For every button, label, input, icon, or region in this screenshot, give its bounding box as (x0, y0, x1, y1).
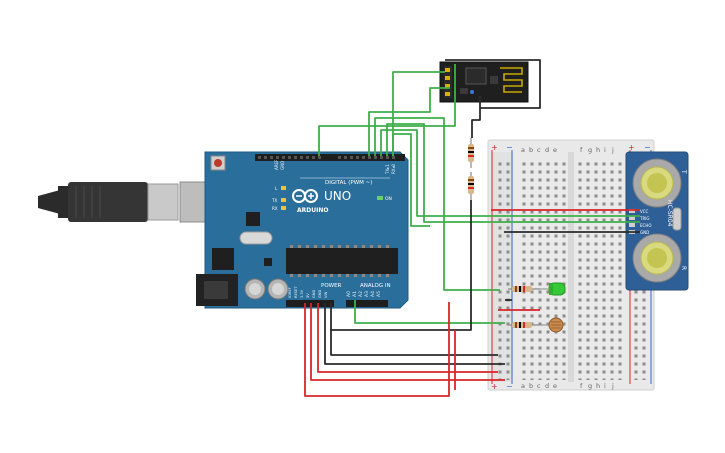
power-label: POWER (321, 283, 342, 289)
col-g: g (588, 146, 592, 154)
col-d: d (545, 146, 549, 154)
pin-a5: A5 (376, 291, 382, 297)
sensor-pin-trig: TRIG (639, 216, 650, 221)
wires (304, 59, 640, 397)
col-h: h (596, 146, 600, 154)
col-b: b (529, 146, 533, 154)
sensor-pin-vcc: VCC (640, 209, 649, 214)
gnd-header-label: GND (280, 161, 285, 170)
rx-pin-label: RX◂0 (391, 163, 396, 174)
tx-pin-label: TX▸1 (385, 164, 390, 175)
col-j-bottom: j (611, 382, 614, 390)
arduino-brand: ARDUINO (297, 207, 328, 214)
pin-a3: A3 (364, 291, 370, 297)
photoresistor (540, 317, 564, 333)
pin-a4: A4 (370, 291, 376, 297)
sensor-t-label: T (680, 169, 687, 174)
pin-3v3: 3.3V (300, 289, 304, 298)
col-a: a (521, 146, 525, 154)
sensor-pin-echo: ECHO (640, 223, 651, 228)
crystal (239, 231, 273, 245)
power-header (286, 300, 334, 307)
tx-led-label: TX (271, 198, 277, 203)
col-j: j (611, 146, 614, 154)
rail-minus-top-right: − (644, 143, 651, 152)
arduino-logo (292, 189, 318, 203)
esp-chip (465, 67, 487, 85)
esp01-wifi-module (439, 61, 529, 103)
arduino-model: UNO (324, 189, 351, 203)
rail-minus-bottom-left: − (506, 382, 513, 391)
analog-in-label: ANALOG IN (360, 283, 391, 289)
col-i-bottom: i (604, 382, 606, 390)
col-c-bottom: c (537, 382, 541, 390)
aref-label: AREF (274, 159, 279, 170)
sensor-model-label: HC-SR04 (666, 200, 673, 227)
col-c: c (537, 146, 541, 154)
col-g-bottom: g (588, 382, 592, 390)
pin-a0: A0 (346, 291, 352, 297)
col-f-bottom: f (580, 382, 583, 390)
col-a-bottom: a (521, 382, 525, 390)
col-e-bottom: e (553, 382, 557, 390)
hc-sr04-sensor: VCC TRIG ECHO GND HC-SR04 T R (625, 151, 689, 291)
col-f: f (580, 146, 583, 154)
green-led (540, 282, 566, 296)
analog-header (346, 300, 388, 307)
rail-plus-top-right: + (628, 143, 635, 152)
esp-antenna (500, 67, 523, 93)
col-i: i (604, 146, 606, 154)
resistor-esp-1 (468, 138, 474, 168)
resistor-led (508, 286, 540, 292)
usb-plug (68, 182, 148, 222)
on-led-label: ON (385, 196, 392, 202)
pin-a1: A1 (352, 291, 358, 297)
col-e: e (553, 146, 557, 154)
arduino-uno-board: AREF GND TX▸1 RX◂0 DIGITAL (PWM ~) L TX … (38, 151, 409, 309)
pin-reset: RESET (294, 286, 298, 298)
digital-header (255, 154, 405, 161)
sensor-pin-gnd: GND (640, 230, 649, 235)
pin-vin: VIN (324, 291, 328, 298)
pin-ioref: IOREF (288, 287, 292, 298)
rail-minus-top-left: − (506, 143, 513, 152)
resistor-esp-2 (468, 172, 474, 200)
pin-gnd-2: GND (318, 290, 322, 298)
rail-plus-top-left: + (491, 143, 498, 152)
col-d-bottom: d (545, 382, 549, 390)
digital-pwm-label: DIGITAL (PWM ~) (325, 180, 372, 186)
resistor-ldr (508, 322, 540, 328)
sensor-r-label: R (680, 266, 687, 270)
pin-a2: A2 (358, 291, 364, 297)
rx-led-label: RX (272, 206, 278, 211)
col-h-bottom: h (596, 382, 600, 390)
l-led-label: L (275, 186, 278, 192)
pin-5v: 5V (306, 293, 310, 298)
usb-cable-strain (38, 190, 60, 214)
pin-gnd-1: GND (312, 290, 316, 298)
col-b-bottom: b (529, 382, 533, 390)
atmega-chip (286, 248, 398, 274)
rail-plus-bottom-left: + (491, 382, 498, 391)
